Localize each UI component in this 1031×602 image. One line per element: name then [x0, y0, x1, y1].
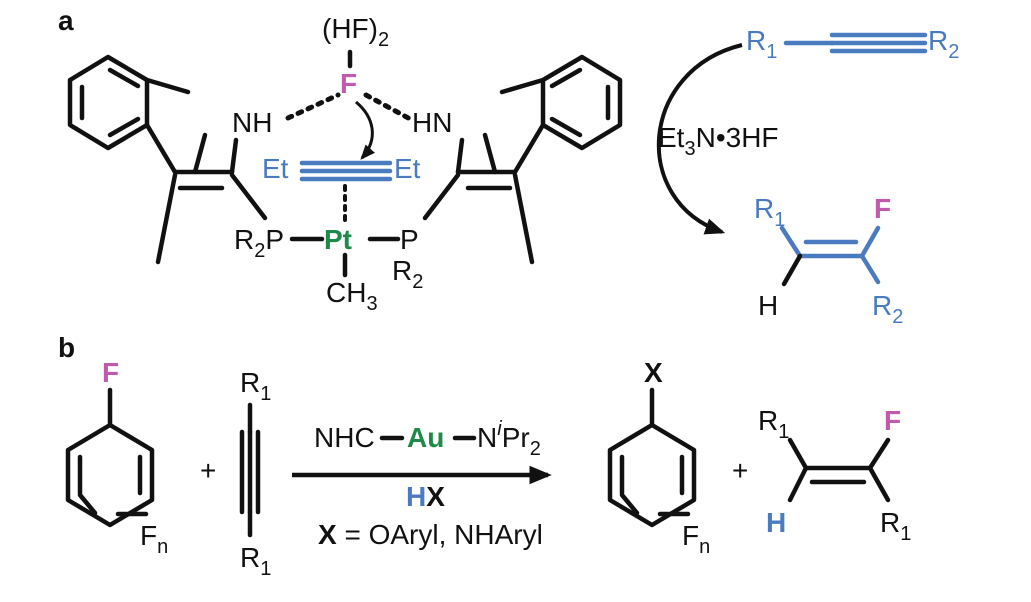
r2p-left: R2P: [234, 224, 284, 262]
prod-a-r2: R2: [872, 290, 903, 328]
prod-b-r1: R1: [758, 405, 789, 443]
et-right: Et: [394, 153, 421, 184]
p-right: P: [400, 224, 419, 255]
plus-1: +: [200, 455, 216, 486]
product-arene-ring: [607, 387, 697, 528]
ch3: CH3: [326, 277, 378, 315]
fluoride: F: [340, 68, 357, 99]
platinum: Pt: [324, 224, 352, 255]
reagent-et3n3hf: Et3N•3HF: [658, 122, 779, 160]
prod-a-h: H: [758, 290, 778, 321]
arene-fn: Fn: [140, 520, 168, 558]
prod-a-bond-r1: [779, 225, 803, 259]
plus-2: +: [732, 455, 748, 486]
catalyst-nhc: NHC: [314, 422, 375, 453]
prod-a-r1: R1: [754, 193, 785, 231]
prod-a-bond-r2: [859, 253, 881, 285]
catalyst-au: Au: [407, 422, 444, 453]
hf2-label: (HF)2: [322, 13, 389, 51]
hx: HX: [406, 481, 445, 512]
x-definition: X = OAryl, NHAryl: [318, 519, 543, 550]
fluoroarene-ring: [65, 387, 155, 528]
curved-arrow-icon: [355, 100, 375, 160]
h-bond-right: [363, 92, 415, 123]
prod-b-bond-h: [787, 465, 809, 503]
prod-b-f: F: [884, 405, 901, 436]
prod-a-bond-f: [859, 225, 881, 259]
h-bond-left: [285, 92, 341, 121]
alkyne-r1: R1: [746, 25, 777, 63]
alkyne-r2: R2: [928, 25, 959, 63]
right-indole: HN: [412, 54, 623, 265]
prod-a-f: F: [874, 193, 891, 224]
nh-right: HN: [412, 107, 452, 138]
panel-b-label: b: [58, 332, 75, 363]
alkyne-r1-top: R1: [240, 367, 271, 405]
curved-reaction-arrow-icon: [656, 43, 743, 235]
prod-a-bond-h: [781, 253, 803, 287]
product-fn: Fn: [682, 520, 710, 558]
prod-b-bond-r1: [787, 437, 809, 471]
catalyst-amide: NiPr2: [477, 418, 541, 460]
prod-b-r1b: R1: [880, 507, 911, 545]
arene-f: F: [102, 357, 119, 388]
product-x: X: [644, 357, 663, 388]
nh-left: NH: [232, 107, 272, 138]
prod-b-bond-f: [867, 437, 891, 471]
left-indole: [67, 54, 268, 265]
prod-b-bond-r1b: [867, 465, 891, 503]
et-left: Et: [262, 153, 289, 184]
alkyne-r1-bottom: R1: [240, 542, 271, 580]
panel-a-label: a: [58, 5, 74, 36]
prod-b-h: H: [766, 507, 786, 538]
r2-right: R2: [392, 255, 423, 293]
